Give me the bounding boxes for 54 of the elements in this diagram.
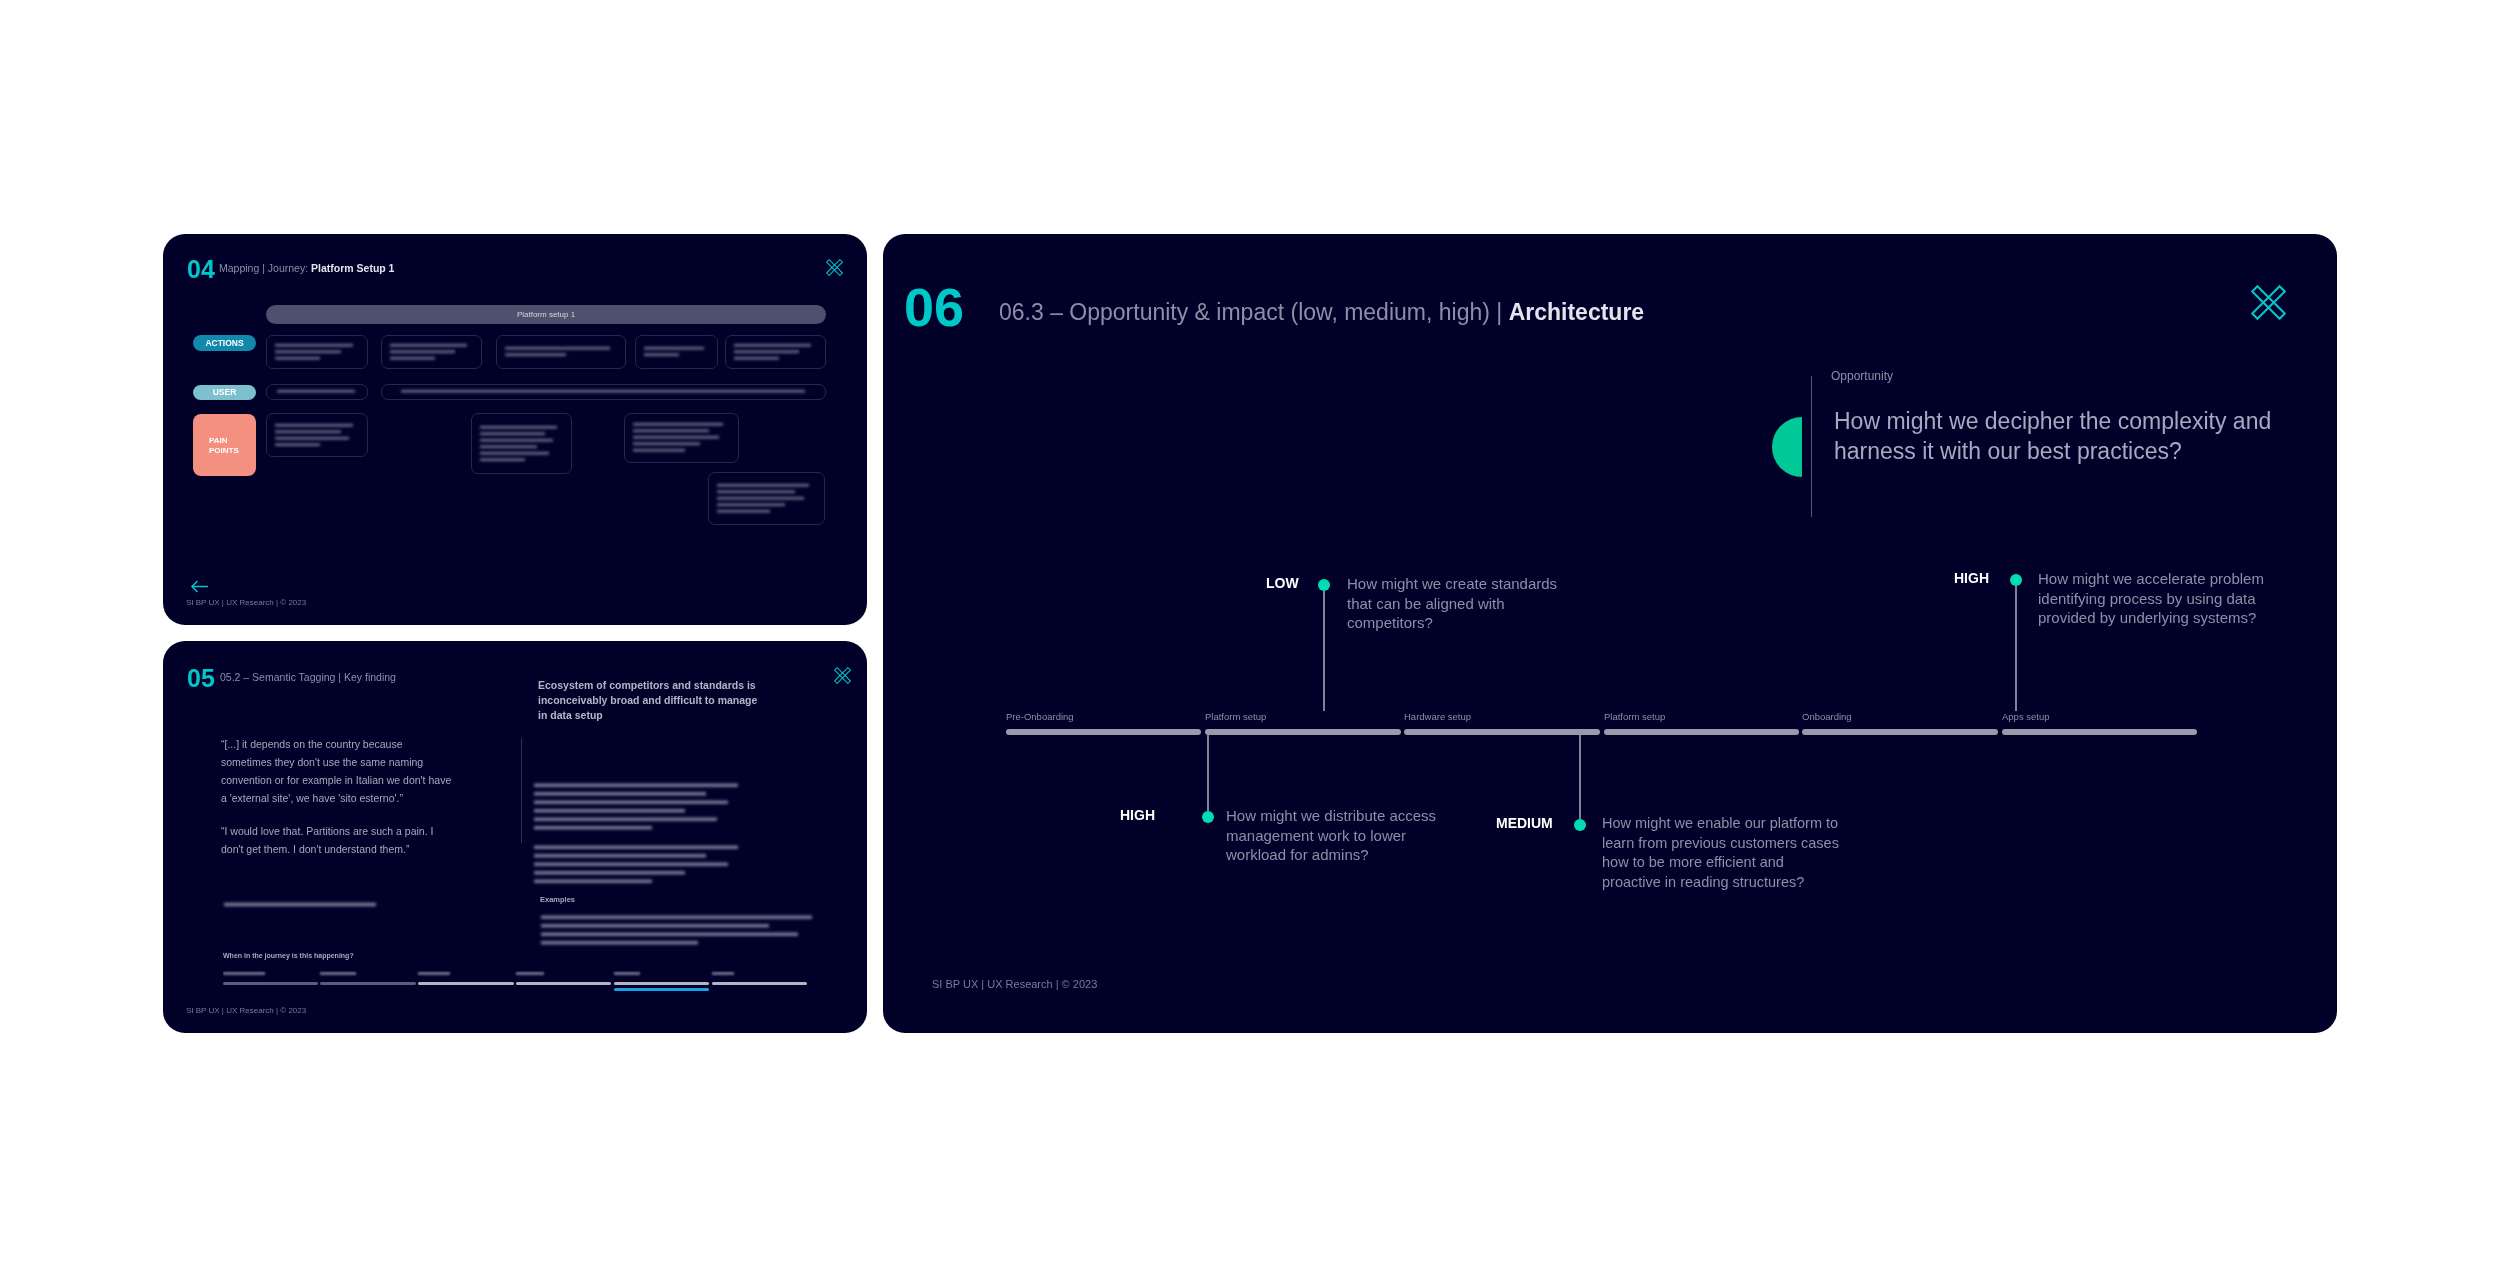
slide-panel (163, 234, 867, 625)
footer-text: SI BP UX | UX Research | © 2023 (186, 1006, 307, 1016)
card (266, 413, 368, 457)
row-label: ACTIONS (193, 335, 256, 351)
leader-line (1579, 734, 1581, 820)
card (381, 335, 482, 369)
dot-icon (1202, 811, 1214, 823)
dot-icon (1318, 579, 1330, 591)
card (635, 335, 718, 369)
row-label: USER (193, 385, 256, 400)
stage-label: Hardware setup (1404, 711, 1472, 722)
card (624, 413, 739, 463)
dot-icon (2010, 574, 2022, 586)
question-text: How might we distribute access management work to lower workload for admins? (1226, 806, 1438, 865)
heading: Ecosystem of competitors and standards is inconceivably broad and difficult to manage in data setup (538, 678, 759, 723)
slide-panel (163, 641, 867, 1033)
phase-bar: Platform setup 1 (266, 305, 826, 324)
slide-title: 05.2 – Semantic Tagging | Key finding (220, 671, 396, 685)
impact-label: HIGH (1954, 570, 1989, 588)
stage-label: Onboarding (1802, 711, 1852, 722)
footer-text: SI BP UX | UX Research | © 2023 (186, 598, 307, 608)
section-label: Opportunity (1831, 369, 1894, 384)
card (266, 384, 368, 400)
impact-label: HIGH (1120, 807, 1155, 825)
footer-text: SI BP UX | UX Research | © 2023 (932, 978, 1098, 992)
question-text: How might we enable our platform to learn from previous customers cases how to be more efficient and proactive in reading structures? (1602, 814, 1840, 892)
impact-label: MEDIUM (1496, 815, 1553, 833)
dot-icon (1574, 819, 1586, 831)
slide-title: 06.3 – Opportunity & impact (low, medium, high) | Architecture (999, 298, 1645, 327)
stage-label: Apps setup (2002, 711, 2050, 722)
card (266, 335, 368, 369)
card (496, 335, 626, 369)
quote-text: “[...] it depends on the country because sometimes they don't use the same naming convention or for example in Italian we don't have a 'external site', we have 'sito esterno'.” (221, 737, 453, 806)
card (725, 335, 826, 369)
stage-label: Platform setup (1205, 711, 1267, 722)
leader-line (1207, 734, 1209, 812)
opportunity-question: How might we decipher the complexity and harness it with our best practices? (1834, 407, 2273, 466)
row-label: PAIN POINTS (193, 414, 256, 476)
impact-label: LOW (1266, 575, 1299, 593)
card (471, 413, 572, 474)
quote-text: “I would love that. Partitions are such a pain. I don't get them. I don't understand them.” (221, 824, 435, 857)
card (381, 384, 826, 400)
question-text: How might we create standards that can be aligned with competitors? (1347, 574, 1559, 633)
card (708, 472, 825, 525)
slide-number: 06 (904, 276, 965, 339)
leader-line (1323, 590, 1325, 712)
stage-label: Pre-Onboarding (1006, 711, 1074, 722)
slide-number: 04 (187, 254, 215, 285)
stage-label: Platform setup (1604, 711, 1666, 722)
slide-title: Mapping | Journey: Platform Setup 1 (219, 262, 395, 276)
slide-panel (883, 234, 2337, 1033)
leader-line (2015, 585, 2017, 712)
slide-number: 05 (187, 663, 215, 694)
question-text: How might we accelerate problem identifying process by using data provided by underlying systems? (2038, 569, 2265, 628)
